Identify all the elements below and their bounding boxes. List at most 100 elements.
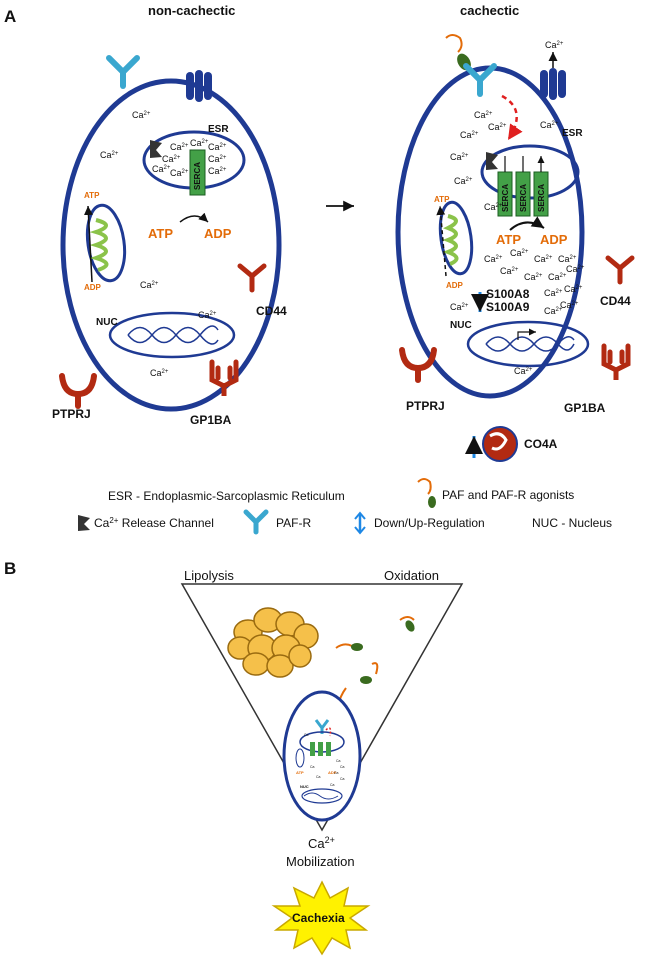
svg-text:Ca: Ca: [334, 771, 339, 775]
legend-paf-icon: [417, 478, 436, 508]
nuc-label: NUC: [96, 317, 118, 328]
svg-text:Ca2+: Ca2+: [454, 176, 473, 186]
svg-text:Ca2+: Ca2+: [500, 266, 519, 276]
cachexia-burst: Cachexia: [271, 880, 371, 956]
s100a8-label: S100A8: [486, 287, 530, 301]
mito-adp-label-cachectic: ADP: [446, 281, 464, 290]
esr-label-cachectic: ESR: [562, 128, 583, 139]
nucleus-cachectic: [466, 320, 590, 368]
nucleus: [108, 311, 236, 359]
gp1ba-receptor-icon: [209, 359, 239, 396]
svg-text:Ca2+: Ca2+: [140, 280, 159, 290]
svg-text:Ca2+: Ca2+: [198, 310, 217, 320]
svg-text:Ca2+: Ca2+: [510, 248, 529, 258]
cachectic-cell: ESR SERCA SERCA SERCA ATP ADP ATP ADP S1…: [395, 34, 635, 462]
svg-text:Ca2+: Ca2+: [450, 152, 469, 162]
gp1ba-label: GP1BA: [190, 413, 232, 427]
legend-release-channel: Ca2+ Release Channel: [94, 516, 214, 530]
legend-pafr: PAF-R: [276, 516, 311, 530]
svg-text:Ca2+: Ca2+: [544, 288, 563, 298]
membrane-channel-icon-cachectic: [540, 52, 566, 100]
legend-nuc: NUC - Nucleus: [532, 516, 612, 530]
mini-nuc-label: NUC: [300, 784, 309, 789]
svg-text:Ca2+: Ca2+: [474, 110, 493, 120]
paf-signal-arrow: [501, 94, 523, 141]
svg-text:Ca2+: Ca2+: [484, 202, 503, 212]
cytosol-calcium-cachectic: Ca2+ Ca2+ Ca2+ Ca2+ Ca2+ Ca2+ Ca2+ Ca2+ …: [450, 40, 585, 376]
svg-text:Ca2+: Ca2+: [566, 264, 585, 274]
atp-label: ATP: [148, 226, 173, 241]
nuc-label-cachectic: NUC: [450, 320, 472, 331]
svg-text:Ca2+: Ca2+: [534, 254, 553, 264]
adp-label: ADP: [204, 226, 232, 241]
serca-pumps: SERCA SERCA SERCA: [497, 156, 548, 217]
lipolysis-label: Lipolysis: [184, 568, 234, 583]
cachexia-label: Cachexia: [292, 911, 345, 925]
ca-mobilization-ca: Ca2+: [308, 835, 335, 851]
legend-release-channel-icon: [78, 515, 90, 531]
adipocyte-cluster-icon: [227, 607, 319, 678]
triangle-frame: [180, 583, 464, 832]
svg-text:Ca: Ca: [316, 775, 321, 779]
svg-text:Ca2+: Ca2+: [514, 366, 533, 376]
serca-label: SERCA: [193, 162, 202, 190]
non-cachectic-title: non-cachectic: [148, 3, 235, 18]
ptprj-receptor-icon: [59, 373, 97, 409]
svg-text:Ca: Ca: [336, 759, 341, 763]
svg-text:Ca2+: Ca2+: [484, 254, 503, 264]
legend-pafr-icon: [243, 509, 269, 535]
mitochondrion-cachectic: [436, 200, 474, 277]
svg-text:Ca2+: Ca2+: [170, 142, 189, 152]
cd44-label-cachectic: CD44: [600, 294, 631, 308]
ptprj-label: PTPRJ: [52, 407, 91, 421]
adp-label-cachectic: ADP: [540, 232, 568, 247]
svg-text:Ca2+: Ca2+: [558, 254, 577, 264]
svg-text:Ca: Ca: [330, 783, 335, 787]
svg-text:Ca: Ca: [310, 765, 315, 769]
svg-text:Ca2+: Ca2+: [150, 368, 169, 378]
atp-adp-arrow-cachectic: [509, 216, 545, 231]
cd44-receptor-icon: [237, 263, 267, 293]
ca-mobilization-label: Mobilization: [286, 854, 355, 869]
oxidation-label: Oxidation: [384, 568, 439, 583]
panel-b-label: B: [4, 559, 16, 578]
svg-text:Ca2+: Ca2+: [545, 40, 564, 50]
cd44-receptor-icon-cachectic: [605, 255, 635, 285]
cd44-label: CD44: [256, 304, 287, 318]
panel-a-label: A: [4, 7, 16, 26]
svg-text:Ca2+: Ca2+: [208, 142, 227, 152]
svg-text:Ca2+: Ca2+: [208, 166, 227, 176]
svg-text:Ca2+: Ca2+: [170, 168, 189, 178]
ptprj-receptor-icon-cachectic: [399, 347, 437, 383]
svg-text:Ca2+: Ca2+: [152, 164, 171, 174]
svg-text:Ca2+: Ca2+: [548, 272, 567, 282]
svg-text:Ca: Ca: [304, 733, 309, 737]
mito-adp-label: ADP: [84, 283, 102, 292]
cell-membrane: [60, 78, 282, 412]
serca-label-3: SERCA: [537, 184, 546, 212]
ptprj-label-cachectic: PTPRJ: [406, 399, 445, 413]
svg-text:Ca2+: Ca2+: [488, 122, 507, 132]
svg-text:Ca2+: Ca2+: [132, 110, 151, 120]
legend-updown: Down/Up-Regulation: [374, 516, 485, 530]
mito-atp-label-cachectic: ATP: [434, 195, 450, 204]
atp-label-cachectic: ATP: [496, 232, 521, 247]
paf-receptor-icon-cachectic: [463, 63, 497, 97]
mitochondrion: [83, 203, 127, 283]
svg-text:Ca2+: Ca2+: [208, 154, 227, 164]
gp1ba-label-cachectic: GP1BA: [564, 401, 606, 415]
mito-atp-label: ATP: [84, 191, 100, 200]
svg-text:Ca2+: Ca2+: [450, 302, 469, 312]
ca-release-channel-icon-cachectic: [486, 152, 498, 170]
mini-adp-label: ADP: [328, 770, 337, 775]
mini-atp-label: ATP: [296, 770, 304, 775]
svg-text:Ca2+: Ca2+: [190, 138, 209, 148]
co4a-protein-icon: [482, 426, 518, 462]
co4a-label: CO4A: [524, 437, 558, 451]
cytosol-calcium: Ca2+ Ca2+ Ca2+ Ca2+ Ca2+: [100, 110, 217, 378]
atp-adp-arrow: [179, 212, 209, 223]
serca-pump: SERCA: [189, 149, 206, 196]
gp1ba-receptor-icon-cachectic: [601, 343, 631, 380]
